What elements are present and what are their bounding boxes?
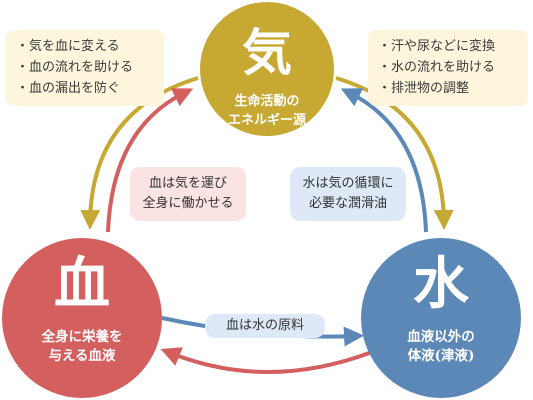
arrow-ki-to-sui (335, 76, 454, 230)
relation-line: 全身に働かせる (142, 196, 234, 211)
note-item: ・気を血に変える (16, 39, 120, 54)
node-sui-desc: 血液以外の 体液(津液) (361, 328, 521, 366)
relation-line: 血は気を運び (148, 176, 227, 191)
node-sui-char: 水 (413, 251, 469, 317)
note-item: ・水の流れを助ける (378, 60, 496, 75)
node-ketsu-desc: 全身に栄養を 与える血液 (2, 328, 162, 366)
node-ki-desc-line1: 生命活動の (234, 94, 300, 109)
node-sui-desc-line1: 血液以外の (407, 329, 475, 345)
arrow-sui-to-ketsu-lower (160, 347, 373, 374)
node-sui-desc-line2: 体液(津液) (407, 348, 475, 364)
note-item: ・血の流れを助ける (16, 60, 134, 75)
relation-ketsu-sui: 血は水の原料 (205, 314, 325, 338)
relation-line: 必要な潤滑油 (308, 196, 387, 211)
note-item: ・血の漏出を防ぐ (16, 81, 121, 96)
node-ketsu-char: 血 (54, 251, 110, 317)
node-sui: 水 血液以外の 体液(津液) (361, 238, 521, 398)
node-ketsu-desc-line2: 与える血液 (48, 348, 116, 364)
node-ki-char: 気 (242, 23, 292, 82)
note-ki-to-sui: ・汗や尿などに変換 ・水の流れを助ける ・排泄物の調整 (368, 30, 528, 106)
relation-ketsu-to-ki: 血は気を運び 全身に働かせる (130, 167, 246, 221)
note-item: ・汗や尿などに変換 (378, 39, 496, 54)
arrow-ketsu-to-ki (106, 88, 194, 233)
note-item: ・排泄物の調整 (378, 81, 470, 96)
relation-sui-to-ki: 水は気の循環に 必要な潤滑油 (290, 167, 406, 221)
arrow-sui-to-ki (340, 88, 428, 233)
relation-line: 水は気の循環に (302, 176, 394, 191)
node-ki-desc-line2: エネルギー源 (227, 113, 306, 128)
node-ketsu: 血 全身に栄養を 与える血液 (2, 238, 162, 398)
node-ketsu-desc-line1: 全身に栄養を (41, 329, 123, 345)
note-ki-to-ketsu: ・気を血に変える ・血の流れを助ける ・血の漏出を防ぐ (6, 30, 164, 106)
node-ki: 気 生命活動の エネルギー源 (200, 2, 334, 136)
node-ki-desc: 生命活動の エネルギー源 (200, 92, 334, 130)
arrow-ki-to-ketsu (80, 76, 199, 230)
